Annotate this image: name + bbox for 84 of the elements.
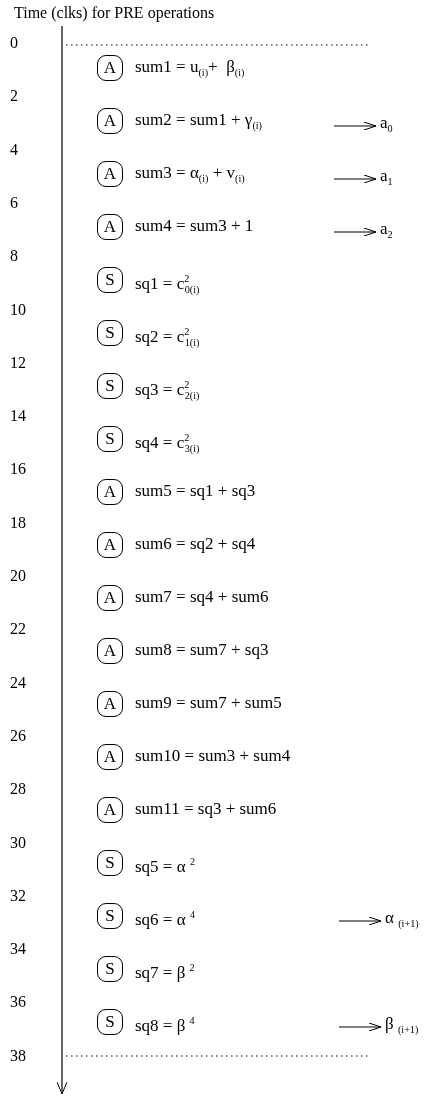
unit-letter: A: [103, 588, 117, 608]
unit-letter: A: [103, 800, 117, 820]
time-tick-label: 28: [10, 780, 26, 799]
time-tick-label: 2: [10, 87, 18, 106]
unit-letter: S: [105, 429, 115, 449]
operation-unit-box: [97, 903, 123, 929]
unit-letter: A: [103, 535, 117, 555]
operation-unit-box: [97, 267, 123, 293]
time-tick-label: 38: [10, 1046, 26, 1065]
equation: sum5 = sq1 + sq3: [135, 481, 256, 501]
equation: sq8 = β $^{4}$: [135, 1014, 195, 1036]
equation: sq5 = α $^{2}$: [135, 855, 195, 877]
equation: sum1 = u$_{(i)}$+ β$_{(i)}$: [135, 57, 245, 81]
output-variable: a$_{1}$: [380, 166, 393, 193]
operation-unit-box: [97, 1009, 123, 1035]
time-tick-label: 4: [10, 140, 18, 159]
time-tick-label: 32: [10, 886, 26, 905]
time-tick-label: 24: [10, 673, 26, 692]
operation-unit-box: [97, 797, 123, 823]
operation-unit-box: [97, 585, 123, 611]
operation-unit-box: [97, 850, 123, 876]
operation-unit-box: [97, 373, 123, 399]
operation-unit-box: [97, 214, 123, 240]
unit-letter: S: [105, 906, 115, 926]
arrow: [338, 916, 382, 926]
operation-unit-box: [97, 108, 123, 134]
equation: sum3 = α$_{(i)}$ + v$_{(i)}$: [135, 163, 245, 187]
arrow: [333, 174, 377, 184]
arrow: [333, 227, 377, 237]
unit-letter: S: [105, 959, 115, 979]
equation: sum10 = sum3 + sum4: [135, 746, 291, 766]
operation-unit-box: [97, 55, 123, 81]
equation: sum6 = sq2 + sq4: [135, 534, 256, 554]
time-tick-label: 34: [10, 940, 26, 959]
time-tick-label: 20: [10, 567, 26, 585]
arrow: [333, 121, 377, 131]
equation: sum2 = sum1 + γ$_{(i)}$: [135, 110, 262, 134]
unit-letter: S: [105, 376, 115, 396]
time-tick-label: 6: [10, 193, 18, 212]
unit-letter: S: [105, 853, 115, 873]
operation-unit-box: [97, 426, 123, 452]
equation: sum8 = sum7 + sq3: [135, 640, 269, 660]
output-variable: a$_{2}$: [380, 219, 393, 246]
equation: sq7 = β $^{2}$: [135, 961, 195, 983]
output-variable: a$_{0}$: [380, 113, 393, 140]
equation: sum4 = sum3 + 1: [135, 216, 254, 236]
time-tick-label: 0: [10, 34, 18, 52]
unit-letter: A: [103, 747, 117, 767]
time-tick-label: 22: [10, 620, 26, 639]
time-tick-label: 30: [10, 833, 26, 852]
unit-letter: A: [103, 217, 117, 237]
time-tick-label: 18: [10, 513, 26, 532]
time-tick-label: 14: [10, 407, 26, 426]
operation-unit-box: [97, 956, 123, 982]
equation: sum9 = sum7 + sum5: [135, 693, 282, 713]
equation: sum11 = sq3 + sum6: [135, 799, 277, 819]
operation-unit-box: [97, 532, 123, 558]
unit-letter: A: [103, 58, 117, 78]
time-tick-label: 10: [10, 300, 26, 319]
output-variable: α $_{(i+1)}$: [385, 908, 419, 935]
time-tick-label: 12: [10, 353, 26, 372]
time-tick-label: 36: [10, 993, 26, 1012]
operation-unit-box: [97, 479, 123, 505]
unit-letter: A: [103, 694, 117, 714]
unit-letter: A: [103, 111, 117, 131]
time-tick-label: 26: [10, 726, 26, 745]
unit-letter: S: [105, 1012, 115, 1032]
unit-letter: A: [103, 164, 117, 184]
unit-letter: S: [105, 270, 115, 290]
operation-unit-box: [97, 638, 123, 664]
operation-unit-box: [97, 320, 123, 346]
operation-unit-box: [97, 691, 123, 717]
chart-title: Time (clks) for PRE operations: [14, 4, 215, 22]
unit-letter: A: [103, 641, 117, 661]
unit-letter: S: [105, 323, 115, 343]
operation-unit-box: [97, 744, 123, 770]
equation: sq6 = α $^{4}$: [135, 908, 195, 930]
time-tick-label: 8: [10, 247, 18, 266]
operation-unit-box: [97, 161, 123, 187]
time-tick-label: 16: [10, 460, 26, 479]
unit-letter: A: [103, 482, 117, 502]
equation: sum7 = sq4 + sum6: [135, 587, 269, 607]
arrow: [338, 1022, 382, 1032]
output-variable: β $_{(i+1)}$: [385, 1014, 419, 1041]
